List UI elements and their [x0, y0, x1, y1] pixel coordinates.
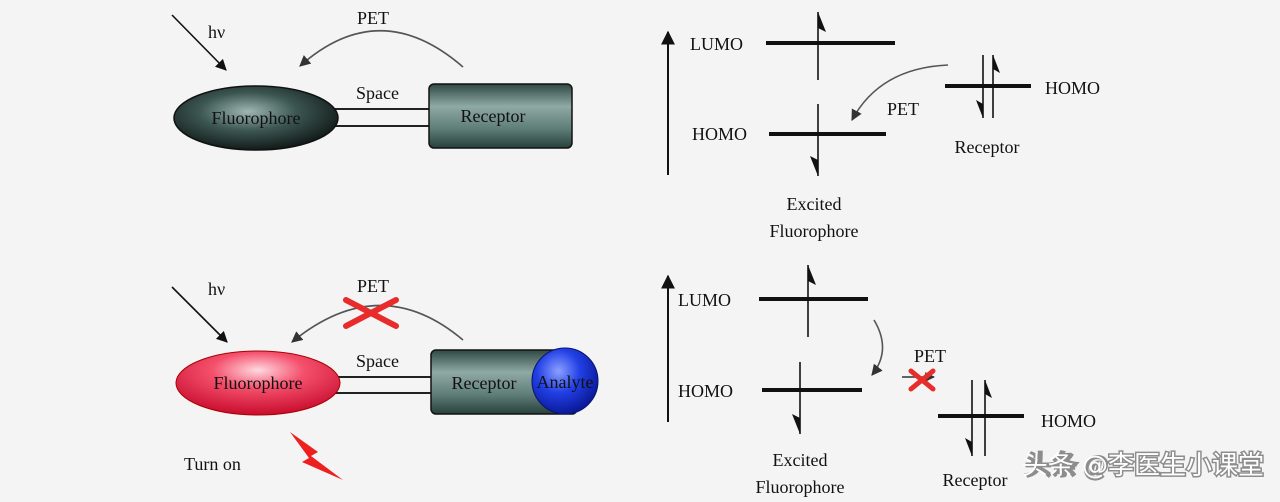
- receptor-label: Receptor: [452, 373, 517, 393]
- receptor-label: Receptor: [461, 106, 526, 126]
- space-label: Space: [356, 351, 399, 371]
- top-pet-scheme: hν PET Space Fluorophore Receptor: [171, 8, 573, 151]
- spin-up-arrowhead: [808, 265, 816, 285]
- spin-down-arrowhead: [792, 414, 800, 434]
- light-label: hν: [208, 22, 225, 42]
- excited-label-line2: Fluorophore: [770, 221, 859, 241]
- analyte-label: Analyte: [537, 372, 594, 392]
- relaxation-curved-arrow: [871, 319, 884, 376]
- spin-down-arrowhead: [810, 156, 818, 176]
- fluorophore-ellipse: [175, 350, 341, 416]
- top-energy-diagram: LUMO HOMO Excited Fluorophore PET HOMO R…: [661, 12, 1100, 241]
- analyte-sphere: [531, 347, 599, 415]
- receptor-spin-down-arrowhead: [976, 100, 983, 118]
- light-arrow: [171, 14, 227, 71]
- lumo-label: LUMO: [690, 34, 743, 54]
- blocked-cross-mark: [343, 297, 399, 329]
- fluorophore-label: Fluorophore: [212, 108, 301, 128]
- lumo-label: LUMO: [678, 290, 731, 310]
- receptor-label: Receptor: [943, 470, 1008, 490]
- light-arrow: [171, 286, 228, 343]
- excited-label-line1: Excited: [773, 450, 828, 470]
- pet-label: PET: [887, 99, 919, 119]
- lightning-bolt-icon: [290, 432, 343, 480]
- bottom-energy-diagram: LUMO HOMO Excited Fluorophore PET HOMO R…: [661, 265, 1096, 497]
- watermark-shadow: 头条 @李医生小课堂: [1026, 451, 1264, 480]
- receptor-spin-up-arrowhead: [993, 55, 1000, 73]
- space-label: Space: [356, 83, 399, 103]
- pet-label: PET: [914, 346, 946, 366]
- fluorophore-label: Fluorophore: [214, 373, 303, 393]
- excited-label-line2: Fluorophore: [756, 477, 845, 497]
- receptor-spin-down-arrowhead: [965, 438, 972, 456]
- pet-curved-arrow: [851, 64, 949, 121]
- turn-on-label: Turn on: [184, 454, 241, 474]
- blocked-cross-mark: [908, 368, 936, 392]
- fluorophore-ellipse: [173, 85, 339, 151]
- homo-label: HOMO: [692, 124, 747, 144]
- excited-label-line1: Excited: [787, 194, 842, 214]
- pet-label: PET: [357, 276, 389, 296]
- homo-label: HOMO: [678, 381, 733, 401]
- receptor-homo-label: HOMO: [1045, 78, 1100, 98]
- bottom-pet-scheme: hν PET Space Fluorophore Receptor Analyt…: [171, 276, 599, 480]
- watermark: 头条 @李医生小课堂 头条 @李医生小课堂: [1022, 450, 1266, 482]
- pet-curved-arrow: [299, 30, 464, 68]
- receptor-box: [428, 83, 573, 149]
- watermark-text: 头条 @李医生小课堂: [1022, 451, 1264, 481]
- spin-up-arrowhead: [818, 12, 826, 32]
- pet-label: PET: [357, 8, 389, 28]
- receptor-homo-label: HOMO: [1041, 411, 1096, 431]
- receptor-spin-up-arrowhead: [985, 380, 992, 398]
- light-label: hν: [208, 279, 225, 299]
- receptor-label: Receptor: [955, 137, 1020, 157]
